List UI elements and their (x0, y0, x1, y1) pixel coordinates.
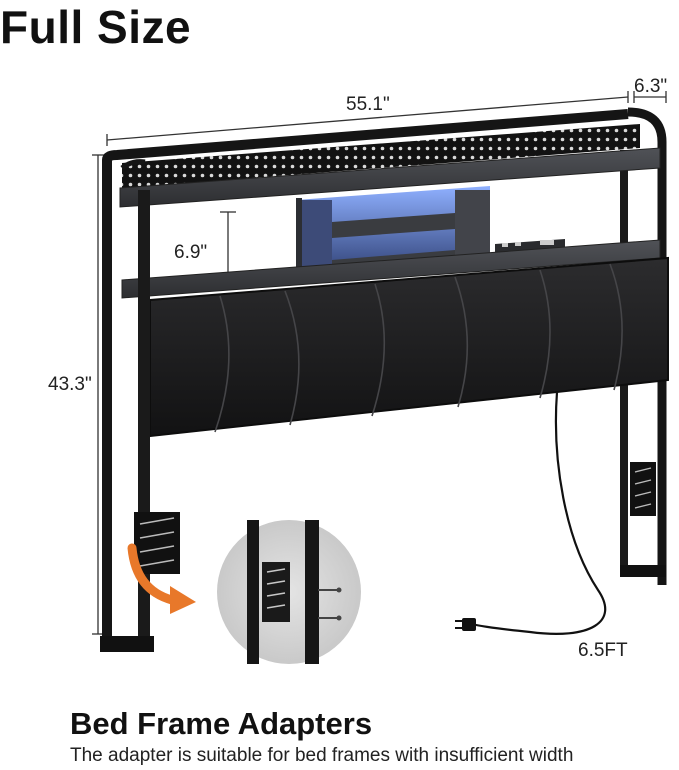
upholstered-cushion (149, 256, 669, 438)
width-label: 55.1" (346, 94, 390, 115)
power-cord (471, 391, 607, 635)
adapter-description: The adapter is suitable for bed frames w… (70, 745, 574, 766)
adapter-title: Bed Frame Adapters (70, 706, 373, 741)
adapter-zoom-circle (217, 520, 361, 664)
power-plug-icon (455, 618, 476, 631)
page-title: Full Size (0, 1, 192, 53)
led-compartment (296, 186, 490, 276)
top-shelf (119, 147, 661, 208)
adapter-bracket (262, 562, 290, 622)
arrow-curve-icon (127, 543, 196, 614)
frame-left (100, 109, 629, 652)
depth-label: 6.3" (634, 76, 668, 97)
perforated-panel (122, 124, 640, 188)
height-label: 43.3" (48, 374, 92, 395)
width-dimension-line (92, 91, 667, 635)
cord-length-label: 6.5FT (578, 640, 628, 661)
shelf-gap-label: 6.9" (174, 242, 208, 263)
screw-icon (318, 589, 338, 619)
